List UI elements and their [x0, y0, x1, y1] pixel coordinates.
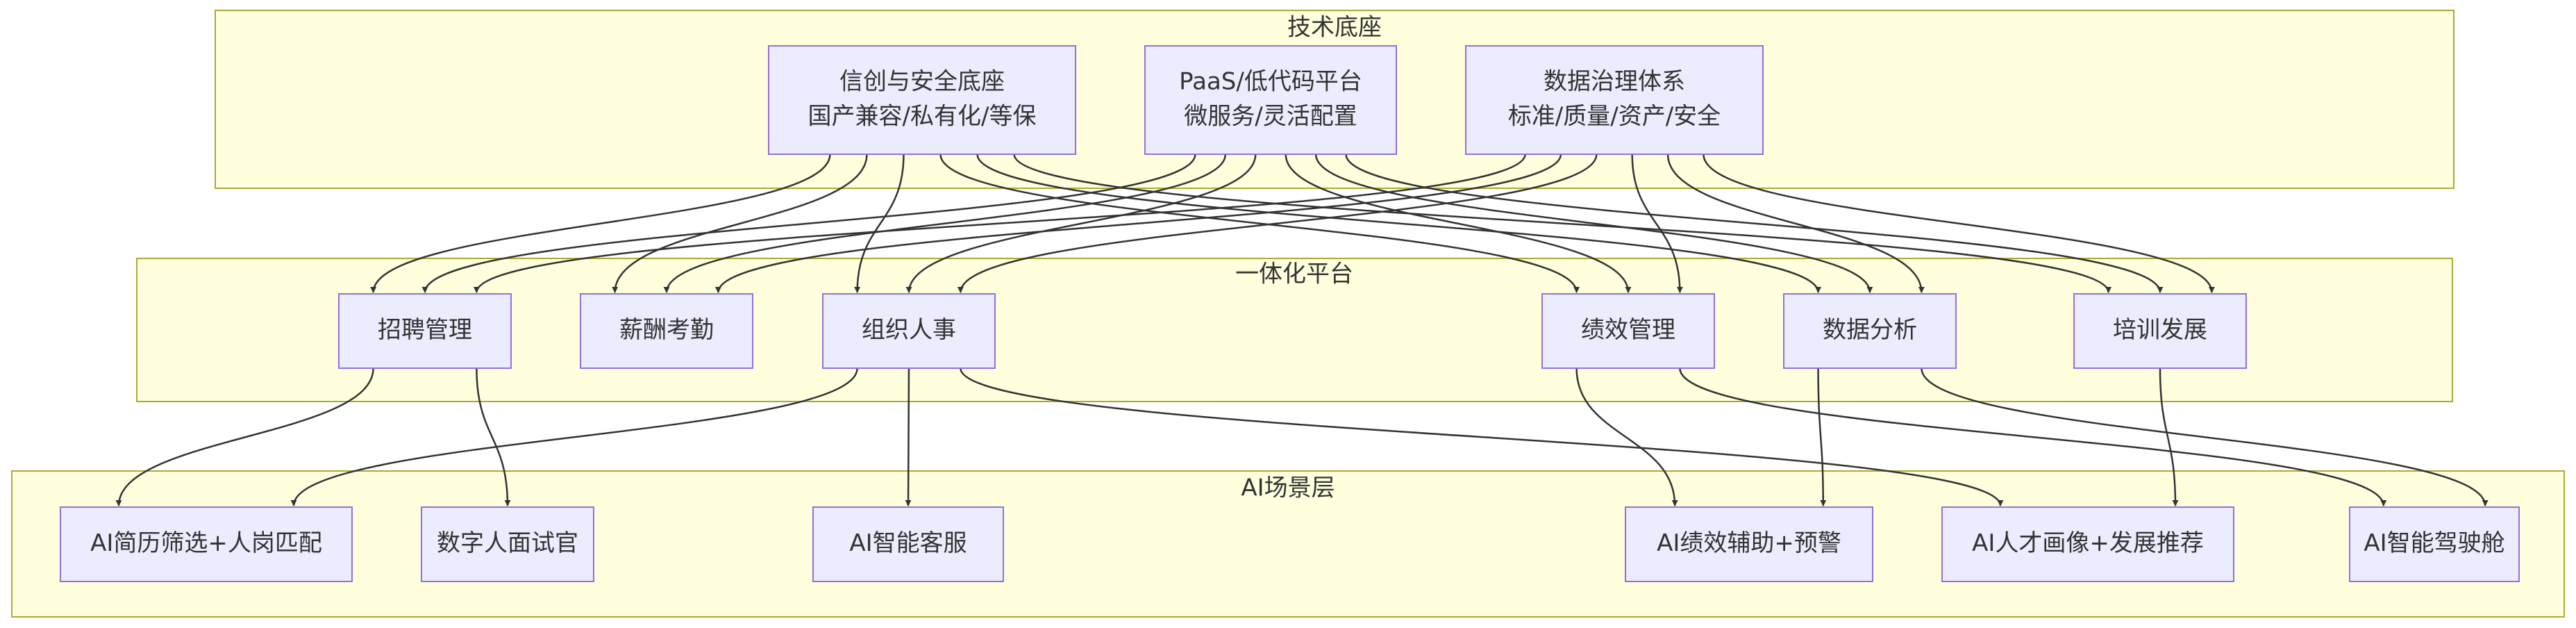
node-box [338, 293, 512, 369]
node-box [1625, 506, 1873, 582]
edge-data-gov-to-org [957, 154, 1598, 293]
group-label-tech-base: 技术底座 [1287, 14, 1382, 42]
node-label-data-gov-1: 数据治理体系 [1544, 68, 1685, 96]
node-box [1783, 293, 1957, 369]
edge-analytics-to-ai-perf [1817, 367, 1827, 506]
node-label-perf-1: 绩效管理 [1581, 316, 1675, 344]
node-label-data-gov-2: 标准/质量/资产/安全 [1508, 103, 1721, 131]
edge-perf-to-ai-cockpit [1679, 367, 2387, 506]
node-ai-talent: AI人才画像+发展推荐 [1941, 506, 2234, 582]
node-label-training-1: 培训发展 [2113, 316, 2207, 344]
node-box [822, 293, 996, 369]
node-label-ai-perf-1: AI绩效辅助+预警 [1657, 529, 1841, 557]
node-label-payroll-1: 薪酬考勤 [619, 316, 714, 344]
edge-xinchuang-to-perf [939, 154, 1580, 293]
edge-recruit-to-ai-resume [115, 367, 374, 506]
node-label-paas-1: PaaS/低代码平台 [1179, 68, 1362, 96]
edge-xinchuang-to-org [854, 154, 905, 293]
node-box [1541, 293, 1715, 369]
node-label-recruit-1: 招聘管理 [378, 316, 472, 344]
node-ai-service: AI智能客服 [812, 506, 1004, 582]
node-analytics: 数据分析 [1783, 293, 1957, 369]
node-perf: 绩效管理 [1541, 293, 1715, 369]
edge-data-gov-to-payroll [714, 154, 1562, 293]
group-platform: 一体化平台 [136, 258, 2453, 402]
node-label-ai-service-1: AI智能客服 [849, 529, 967, 557]
edge-paas-to-training [1345, 154, 2164, 293]
edge-training-to-ai-talent [2159, 367, 2179, 506]
node-ai-cockpit: AI智能驾驶舱 [2349, 506, 2520, 582]
node-org: 组织人事 [822, 293, 996, 369]
edge-org-to-ai-service [905, 367, 912, 506]
edge-org-to-ai-talent [960, 367, 2004, 506]
edge-data-gov-to-recruit [474, 154, 1526, 293]
node-label-ai-interviewer-1: 数字人面试官 [437, 529, 578, 557]
node-label-analytics-1: 数据分析 [1823, 316, 1917, 344]
node-box [812, 506, 1004, 582]
node-layer: 信创与安全底座国产兼容/私有化/等保PaaS/低代码平台微服务/灵活配置数据治理… [60, 45, 2520, 582]
node-ai-resume: AI简历筛选+人岗匹配 [60, 506, 353, 582]
edge-paas-to-org [905, 154, 1257, 293]
edge-analytics-to-ai-cockpit [1921, 367, 2489, 506]
edge-xinchuang-to-training [1013, 154, 2111, 293]
node-label-ai-talent-1: AI人才画像+发展推荐 [1972, 529, 2204, 557]
edge-recruit-to-ai-interviewer [476, 367, 511, 506]
edge-paas-to-analytics [1314, 154, 1873, 293]
edge-xinchuang-to-analytics [976, 154, 1822, 293]
node-ai-interviewer: 数字人面试官 [421, 506, 594, 582]
group-label-ai-layer: AI场景层 [1241, 474, 1335, 502]
node-label-paas-2: 微服务/灵活配置 [1184, 103, 1357, 131]
edge-paas-to-payroll [663, 154, 1227, 293]
edge-paas-to-recruit [421, 154, 1196, 293]
node-box [768, 45, 1076, 155]
node-label-org-1: 组织人事 [862, 316, 956, 344]
edge-layer [115, 154, 2489, 506]
edge-perf-to-ai-perf [1575, 367, 1678, 506]
node-box [60, 506, 353, 582]
edge-data-gov-to-training [1703, 154, 2215, 293]
node-label-xinchuang-2: 国产兼容/私有化/等保 [808, 103, 1037, 131]
edge-paas-to-perf [1285, 154, 1632, 293]
edge-data-gov-to-analytics [1666, 154, 1925, 293]
node-box [1144, 45, 1397, 155]
node-box [421, 506, 594, 582]
edge-org-to-ai-resume [290, 367, 858, 506]
node-box [580, 293, 753, 369]
node-label-ai-resume-1: AI简历筛选+人岗匹配 [90, 529, 322, 557]
edge-data-gov-to-perf [1631, 154, 1683, 293]
node-box [2349, 506, 2520, 582]
node-box [1941, 506, 2234, 582]
node-payroll: 薪酬考勤 [580, 293, 753, 369]
node-label-ai-cockpit-1: AI智能驾驶舱 [2364, 529, 2504, 557]
edge-xinchuang-to-recruit [370, 154, 831, 293]
node-label-xinchuang-1: 信创与安全底座 [839, 68, 1005, 96]
node-box [2073, 293, 2247, 369]
group-label-platform: 一体化平台 [1235, 261, 1353, 288]
node-training: 培训发展 [2073, 293, 2247, 369]
node-ai-perf: AI绩效辅助+预警 [1625, 506, 1873, 582]
edge-xinchuang-to-payroll [612, 154, 868, 293]
node-box [1465, 45, 1764, 155]
node-recruit: 招聘管理 [338, 293, 512, 369]
